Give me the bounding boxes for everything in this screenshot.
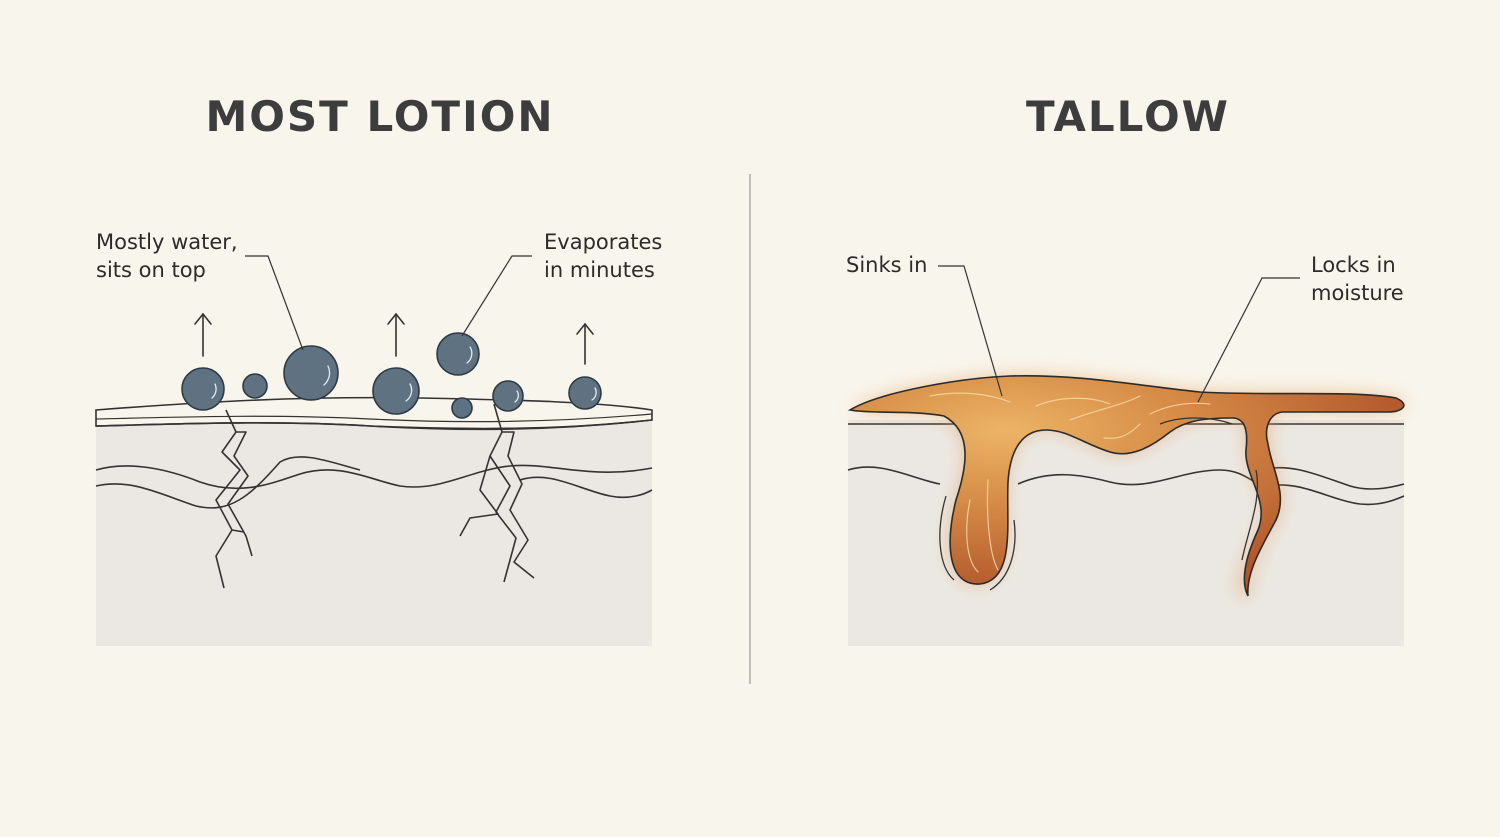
lotion-skin-block: [96, 420, 652, 646]
skin-top-line-2: [95, 413, 653, 423]
leader-line-evaporates: [461, 255, 532, 337]
callout-sinks-in: Sinks in: [846, 251, 927, 279]
water-droplet: [492, 380, 524, 412]
water-droplet: [568, 376, 602, 410]
leader-line-locks-in: [1197, 277, 1300, 403]
tallow-title: TALLOW: [1026, 92, 1230, 141]
leader-line-sinks-in: [938, 265, 1003, 397]
callout-line: Evaporates: [544, 230, 663, 254]
tallow-skin-wave-1: [847, 466, 1263, 487]
skin-top-line: [95, 419, 653, 431]
tallow-skin-block: [848, 420, 1404, 646]
up-arrow-icon: [194, 312, 212, 357]
callout-line: moisture: [1311, 281, 1404, 305]
lotion-panel: [95, 255, 653, 646]
water-droplet: [283, 345, 339, 401]
callout-mostly-water: Mostly water, sits on top: [96, 228, 238, 284]
tallow-skin-wave-3: [1267, 484, 1405, 506]
water-droplet: [451, 397, 473, 419]
lotion-skin-wave-3: [519, 476, 653, 499]
callout-line: sits on top: [96, 258, 206, 282]
water-droplet: [436, 332, 480, 376]
lotion-title: MOST LOTION: [205, 92, 555, 141]
tallow-flow-lines: [929, 392, 1211, 573]
up-arrow-icon: [576, 322, 594, 365]
skin-crack-left: [215, 409, 253, 589]
callout-line: Sinks in: [846, 253, 928, 277]
droplet-highlights: [211, 346, 597, 403]
callout-evaporates: Evaporates in minutes: [544, 228, 662, 284]
lotion-skin-wave-2: [95, 456, 361, 509]
tallow-skin-wave-2: [1261, 466, 1405, 490]
skin-crack-right: [459, 403, 535, 583]
tallow-contours: [939, 417, 1259, 591]
water-droplet: [372, 367, 420, 415]
lotion-skin-wave-1: [95, 464, 653, 490]
callout-line: in minutes: [544, 258, 655, 282]
water-droplet: [242, 373, 268, 399]
water-droplets: [181, 332, 602, 419]
callout-line: Locks in: [1311, 253, 1396, 277]
callout-line: Mostly water,: [96, 230, 238, 254]
water-droplet: [181, 367, 225, 411]
up-arrow-icon: [387, 312, 405, 357]
callout-locks-in: Locks in moisture: [1311, 251, 1404, 307]
leader-line-mostly-water: [245, 255, 304, 351]
evaporation-arrows: [194, 312, 594, 365]
tallow-panel: [847, 265, 1405, 646]
tallow-layer: [847, 374, 1405, 597]
